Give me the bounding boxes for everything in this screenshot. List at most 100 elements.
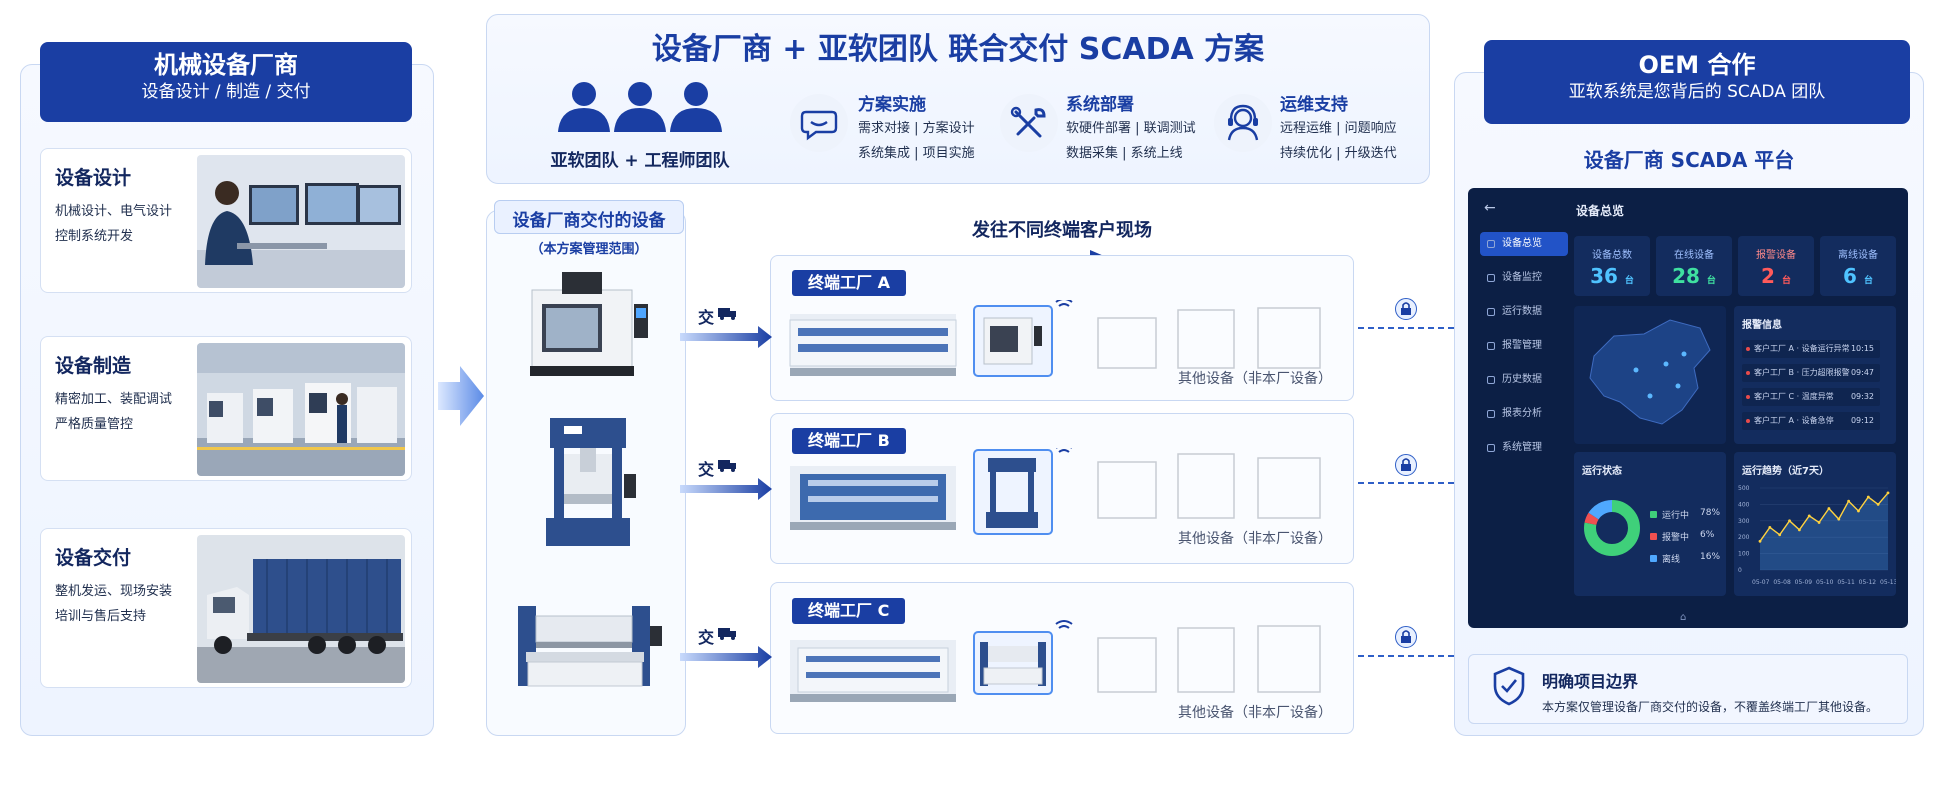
kpi-card: 离线设备 6 台 bbox=[1820, 236, 1896, 296]
y-tick-label: 400 bbox=[1738, 501, 1750, 508]
stage-manufacture: 设备制造 精密加工、装配调试 严格质量管控 bbox=[40, 336, 412, 481]
trend-point bbox=[1866, 495, 1870, 499]
trend-point bbox=[1797, 528, 1801, 532]
menu-label: 系统管理 bbox=[1502, 442, 1542, 453]
deliver-label: 交 bbox=[698, 308, 715, 327]
stage-line: 精密加工、装配调试 bbox=[55, 392, 173, 407]
trend-point bbox=[1768, 525, 1772, 529]
factory-floor-image bbox=[197, 343, 405, 476]
headset-icon bbox=[1214, 94, 1272, 152]
expand-icon[interactable]: ⌂ bbox=[1680, 612, 1687, 623]
menu-label: 报表分析 bbox=[1502, 408, 1542, 419]
truck-icon bbox=[718, 628, 736, 640]
status-title: 运行状态 bbox=[1582, 466, 1622, 477]
stage-desc: 整机发运、现场安装 培训与售后支持 bbox=[55, 579, 172, 629]
manufacturer-header: 机械设备厂商 设备设计 / 制造 / 交付 bbox=[40, 42, 412, 122]
legend-swatch bbox=[1650, 555, 1657, 562]
oem-subtitle: 亚软系统是您背后的 SCADA 团队 bbox=[1568, 82, 1826, 102]
menu-item-reports[interactable]: 报表分析 bbox=[1480, 402, 1568, 426]
hydraulic-press-image bbox=[546, 418, 636, 546]
menu-icon bbox=[1487, 444, 1495, 452]
kpi-value: 28 台 bbox=[1656, 264, 1732, 288]
x-tick-label: 05-10 bbox=[1816, 579, 1834, 586]
trend-point bbox=[1827, 507, 1831, 510]
status-legend-item: 离线 bbox=[1650, 552, 1680, 565]
alarm-text: 客户工厂 B · 压力超限报警 bbox=[1754, 368, 1850, 377]
service-desc: 需求对接 | 方案设计 系统集成 | 项目实施 bbox=[858, 116, 975, 166]
trend-point bbox=[1876, 503, 1880, 506]
trend-point bbox=[1837, 517, 1841, 521]
truck-icon bbox=[718, 460, 736, 472]
kpi-value: 6 台 bbox=[1820, 264, 1896, 288]
menu-item-system[interactable]: 系统管理 bbox=[1480, 436, 1568, 460]
lock-icon bbox=[1395, 454, 1417, 476]
sites-title: 发往不同终端客户现场 bbox=[972, 220, 1152, 241]
trend-area bbox=[1760, 492, 1888, 570]
kpi-unit: 台 bbox=[1624, 276, 1634, 286]
x-tick-label: 05-07 bbox=[1752, 579, 1770, 586]
china-map-icon bbox=[1589, 319, 1711, 425]
oem-header: OEM 合作 亚软系统是您背后的 SCADA 团队 bbox=[1484, 40, 1910, 124]
menu-icon bbox=[1487, 240, 1495, 248]
trend-point bbox=[1807, 514, 1811, 518]
deliver-label: 交 bbox=[698, 628, 715, 647]
alarm-text: 客户工厂 A · 设备运行异常 bbox=[1754, 344, 1850, 353]
flow-arrow-icon bbox=[438, 366, 484, 426]
kpi-number: 6 bbox=[1843, 264, 1857, 288]
menu-item-runtime[interactable]: 运行数据 bbox=[1480, 300, 1568, 324]
tools-icon bbox=[1000, 94, 1058, 152]
delivery-arrows bbox=[680, 308, 772, 668]
menu-item-monitor[interactable]: 设备监控 bbox=[1480, 266, 1568, 290]
trend-point bbox=[1778, 533, 1782, 537]
menu-item-history[interactable]: 历史数据 bbox=[1480, 368, 1568, 392]
legend-swatch bbox=[1650, 533, 1657, 540]
menu-item-overview[interactable]: 设备总览 bbox=[1480, 232, 1568, 256]
team-label: 亚软团队 + 工程师团队 bbox=[550, 151, 730, 171]
x-tick-label: 05-12 bbox=[1859, 579, 1877, 586]
alarm-time: 09:12 bbox=[1850, 416, 1874, 425]
alarm-time: 09:32 bbox=[1850, 392, 1874, 401]
oem-title: OEM 合作 bbox=[1638, 51, 1756, 79]
stage-desc: 机械设计、电气设计 控制系统开发 bbox=[55, 199, 172, 249]
factory-b-scene bbox=[790, 448, 1321, 535]
status-pct: 16% bbox=[1700, 552, 1721, 562]
trend-point bbox=[1788, 519, 1791, 523]
menu-label: 设备总览 bbox=[1502, 238, 1542, 249]
trend-point bbox=[1886, 491, 1890, 495]
factory-b-tag: 终端工厂 B bbox=[792, 428, 906, 454]
back-icon[interactable]: ← bbox=[1484, 200, 1496, 216]
kpi-label: 离线设备 bbox=[1838, 250, 1878, 261]
service-line: 远程运维 | 问题响应 bbox=[1280, 121, 1397, 136]
menu-icon bbox=[1487, 274, 1495, 282]
menu-label: 历史数据 bbox=[1502, 374, 1542, 385]
kpi-label: 在线设备 bbox=[1674, 250, 1714, 261]
kpi-unit: 台 bbox=[1863, 276, 1873, 286]
manufacturer-title: 机械设备厂商 bbox=[154, 51, 298, 79]
status-donut-chart bbox=[1584, 500, 1640, 556]
manufacturer-subtitle: 设备设计 / 制造 / 交付 bbox=[141, 82, 311, 102]
menu-item-alarms[interactable]: 报警管理 bbox=[1480, 334, 1568, 358]
x-tick-label: 05-13 bbox=[1880, 579, 1896, 586]
service-title: 方案实施 bbox=[858, 95, 926, 115]
other-equipment-label: 其他设备（非本厂设备） bbox=[1178, 531, 1332, 547]
service-line: 系统集成 | 项目实施 bbox=[858, 146, 975, 161]
y-tick-label: 200 bbox=[1738, 534, 1750, 541]
deliver-label: 交 bbox=[698, 460, 715, 479]
menu-icon bbox=[1487, 410, 1495, 418]
factory-c-scene bbox=[790, 620, 1321, 702]
boundary-box bbox=[1468, 654, 1908, 724]
boundary-text: 本方案仅管理设备厂商交付的设备，不覆盖终端工厂其他设备。 bbox=[1542, 700, 1879, 714]
stage-line: 机械设计、电气设计 bbox=[55, 204, 173, 219]
platform-title: 设备厂商 SCADA 平台 bbox=[1583, 148, 1795, 172]
stage-delivery: 设备交付 整机发运、现场安装 培训与售后支持 bbox=[40, 528, 412, 688]
y-tick-label: 300 bbox=[1738, 518, 1750, 525]
stage-line: 控制系统开发 bbox=[55, 229, 134, 244]
delivered-title: 设备厂商交付的设备 bbox=[512, 211, 666, 231]
x-tick-label: 05-08 bbox=[1773, 579, 1791, 586]
